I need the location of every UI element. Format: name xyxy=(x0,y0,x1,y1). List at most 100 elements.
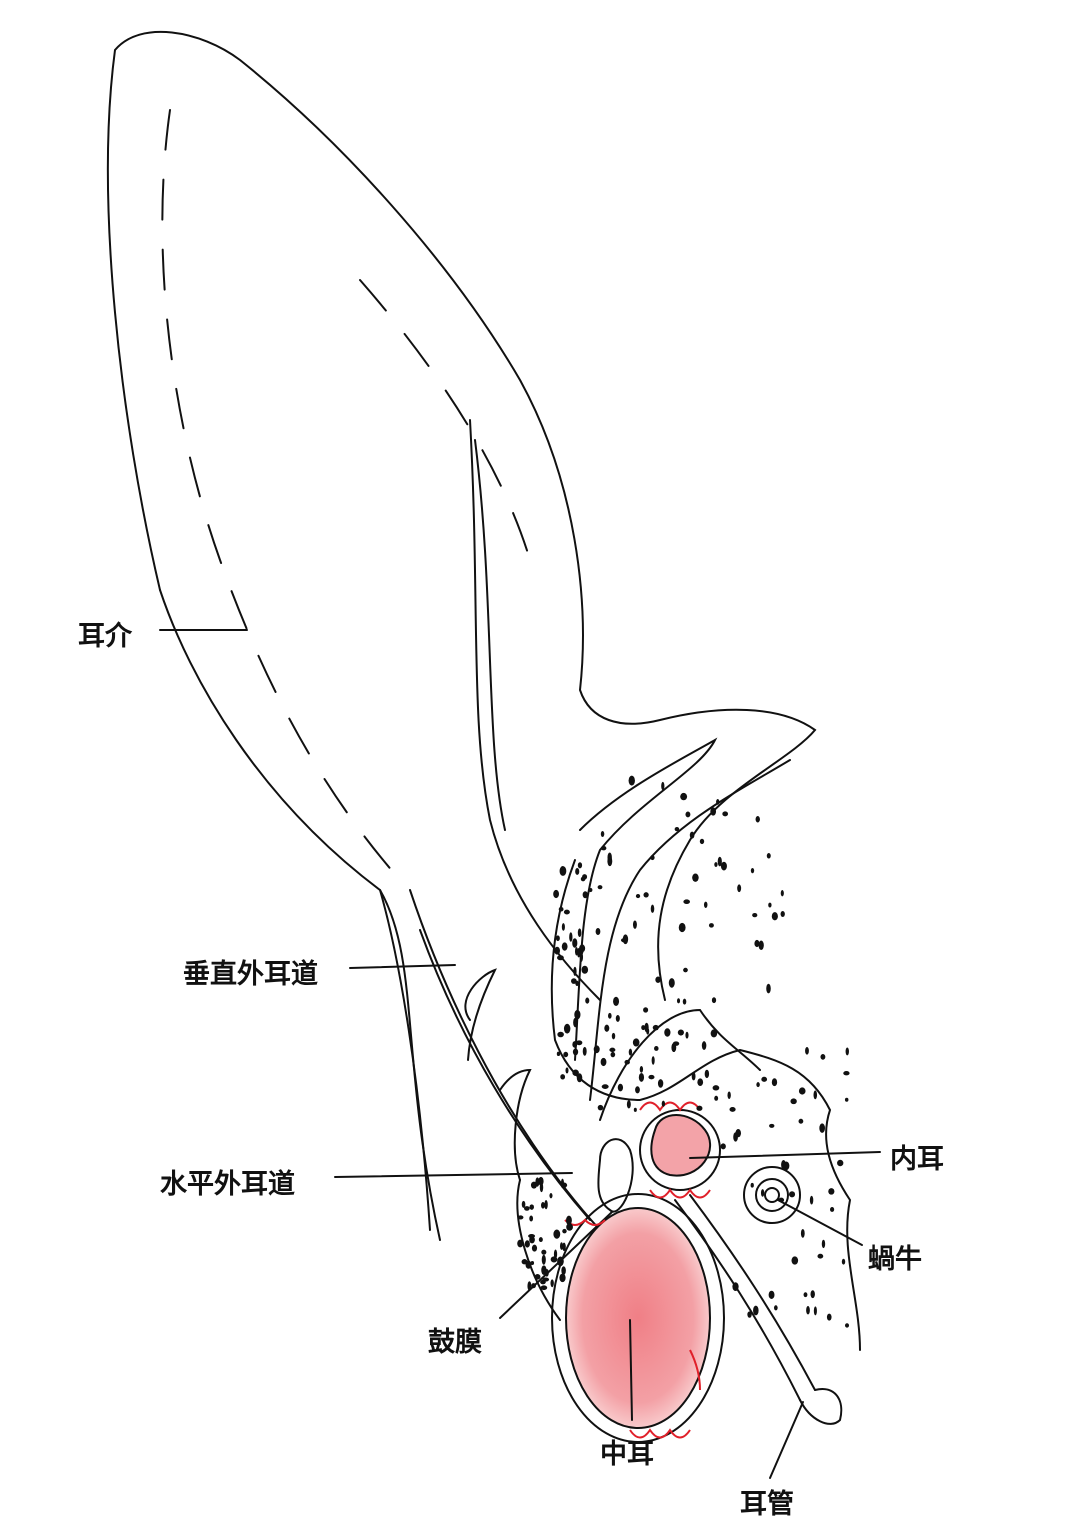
bone-dot xyxy=(780,890,784,897)
bone-dot xyxy=(572,1041,578,1048)
bone-dot xyxy=(710,807,717,816)
bone-dot xyxy=(691,1072,696,1081)
bone-dot xyxy=(635,1086,640,1094)
bone-dot xyxy=(655,976,661,983)
bone-dot xyxy=(712,1085,720,1091)
bone-dot xyxy=(800,1228,805,1238)
bone-dot xyxy=(643,1007,649,1013)
bone-dot xyxy=(569,932,573,942)
label-horizontal-canal: 水平外耳道 xyxy=(160,1169,295,1200)
bone-dot xyxy=(561,923,565,931)
bone-dot xyxy=(597,1104,604,1111)
bone-dot xyxy=(604,1024,610,1032)
bone-dot xyxy=(685,811,691,818)
bone-dot xyxy=(711,997,717,1004)
bone-dot xyxy=(600,1057,607,1067)
bone-dot xyxy=(535,1177,540,1187)
bone-dot xyxy=(576,1073,583,1083)
bone-dot xyxy=(826,1313,832,1321)
bone-dot xyxy=(588,888,593,893)
bone-dot xyxy=(844,1097,849,1102)
bone-dot xyxy=(540,1285,548,1291)
bone-dot xyxy=(563,909,570,915)
bone-dot xyxy=(843,1071,850,1076)
bone-dot xyxy=(577,948,581,958)
label-eardrum: 鼓膜 xyxy=(428,1327,482,1358)
bone-dot xyxy=(644,1022,649,1033)
bone-dot xyxy=(760,1189,765,1197)
bone-dot xyxy=(571,978,577,984)
bone-dot xyxy=(559,1273,566,1283)
cochlea-pointer xyxy=(777,1199,863,1246)
bone-dot xyxy=(639,1066,644,1073)
bone-dot xyxy=(754,939,760,948)
bone-dot xyxy=(574,1009,581,1020)
bone-dot xyxy=(844,1323,850,1328)
bone-dot xyxy=(615,1014,620,1022)
bone-dot xyxy=(768,902,772,908)
bone-dot xyxy=(805,1046,809,1055)
bone-dot xyxy=(553,1229,561,1239)
bone-dot xyxy=(632,920,637,929)
bone-dot xyxy=(717,856,722,867)
bone-dot xyxy=(550,1256,558,1263)
bone-dot xyxy=(593,1045,600,1054)
bone-dot xyxy=(758,940,764,950)
bone-dot xyxy=(582,1046,587,1056)
bone-dot xyxy=(737,884,742,893)
bone-dot xyxy=(803,1292,808,1298)
bone-dot xyxy=(820,1053,826,1060)
bone-dot xyxy=(553,1249,558,1259)
bone-dot xyxy=(769,1123,775,1128)
middle-ear-pointer xyxy=(629,1319,633,1421)
bone-dot xyxy=(600,845,607,851)
bone-dot xyxy=(540,1279,546,1285)
bone-dot xyxy=(651,1056,655,1065)
bone-dot xyxy=(610,1051,616,1058)
bone-dot xyxy=(790,1098,797,1105)
bone-dot xyxy=(692,873,699,882)
bone-dot xyxy=(541,1254,546,1265)
bone-dot xyxy=(828,1188,835,1195)
bone-dot xyxy=(683,967,688,973)
inner-ear-shape xyxy=(650,1114,711,1177)
bone-dot xyxy=(524,1240,530,1248)
bone-dot xyxy=(778,1197,785,1203)
bone-dot xyxy=(582,891,588,899)
bone-dot xyxy=(560,866,565,871)
bone-dot xyxy=(613,996,620,1007)
bone-dot xyxy=(699,838,705,845)
bone-dot xyxy=(633,1107,637,1112)
bone-dot xyxy=(722,811,729,817)
bone-dot xyxy=(657,1079,664,1088)
bone-dot xyxy=(643,892,649,898)
bone-dot xyxy=(517,1239,524,1248)
bone-dot xyxy=(678,922,686,933)
bone-dot xyxy=(540,1202,545,1209)
bone-dot xyxy=(531,1283,536,1289)
bone-dot xyxy=(809,1195,814,1205)
bone-dot xyxy=(573,1017,578,1028)
bone-dot xyxy=(768,1290,775,1299)
label-pinna: 耳介 xyxy=(78,621,132,652)
bone-dot xyxy=(597,885,603,890)
bone-dot xyxy=(562,1228,567,1234)
bone-dot xyxy=(781,1159,786,1170)
bone-dot xyxy=(661,1100,666,1107)
bone-dot xyxy=(565,1067,569,1074)
label-inner-ear: 内耳 xyxy=(890,1144,944,1175)
bone-dot xyxy=(528,1233,536,1239)
bone-dot xyxy=(558,906,564,912)
bone-dot xyxy=(521,1259,528,1265)
pinna-inner-edge xyxy=(159,589,441,1241)
bone-dot xyxy=(756,1082,760,1088)
bone-dot xyxy=(668,978,675,988)
bone-dot xyxy=(677,1029,684,1036)
bone-dot xyxy=(752,912,758,918)
bone-dot xyxy=(697,1078,704,1086)
bone-dot xyxy=(557,1031,564,1038)
bone-dot xyxy=(527,1281,532,1291)
eardrum-pointer xyxy=(499,1211,613,1319)
bone-dot xyxy=(572,938,578,948)
middle-ear-bulla xyxy=(565,1207,711,1429)
